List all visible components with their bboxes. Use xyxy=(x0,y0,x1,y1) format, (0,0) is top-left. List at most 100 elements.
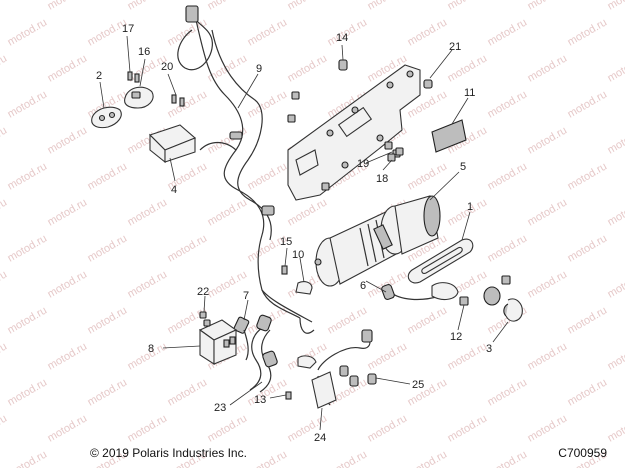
watermark-text: motod.ru xyxy=(6,88,50,120)
watermark-text: motod.ru xyxy=(206,0,250,13)
callout-24: 24 xyxy=(314,432,326,444)
part-10-connector xyxy=(295,281,313,295)
watermark-text: motod.ru xyxy=(46,412,90,444)
watermark-text: motod.ru xyxy=(366,340,410,372)
watermark-text: motod.ru xyxy=(126,268,170,300)
part-13-screw xyxy=(285,391,292,400)
callout-labels: 17 16 2 20 4 9 14 21 11 5 19 18 1 6 15 1… xyxy=(96,23,492,444)
watermark-text: motod.ru xyxy=(206,412,250,444)
callout-16: 16 xyxy=(138,46,150,58)
callout-20: 20 xyxy=(161,61,173,73)
callout-3: 3 xyxy=(486,343,492,355)
callout-15: 15 xyxy=(280,236,292,248)
callout-10: 10 xyxy=(292,249,304,261)
watermark-text: motod.ru xyxy=(0,340,9,372)
watermark-text: motod.ru xyxy=(366,0,410,13)
watermark-text: motod.ru xyxy=(166,376,210,408)
part-8-relay xyxy=(198,319,238,366)
watermark-text: motod.ru xyxy=(446,0,490,13)
callout-22: 22 xyxy=(197,286,209,298)
watermark-text: motod.ru xyxy=(526,52,570,84)
watermark-text: motod.ru xyxy=(86,160,130,192)
watermark-text: motod.ru xyxy=(486,448,530,468)
part-25-fuse xyxy=(367,373,377,385)
watermark-text: motod.ru xyxy=(126,0,170,13)
watermark-text: motod.ru xyxy=(486,88,530,120)
part-18-19-bolts xyxy=(387,147,404,162)
watermark-text: motod.ru xyxy=(206,52,250,84)
watermark-text: motod.ru xyxy=(166,88,210,120)
watermark-text: motod.ru xyxy=(566,376,610,408)
watermark-text: motod.ru xyxy=(526,340,570,372)
watermark-text: motod.ru xyxy=(0,196,9,228)
watermark-text: motod.ru xyxy=(526,124,570,156)
part-1-fairlead xyxy=(407,238,474,284)
harness-connector-top xyxy=(185,5,199,23)
watermark-text: motod.ru xyxy=(46,0,90,13)
watermark-text: motod.ru xyxy=(6,448,50,468)
watermark-text: motod.ru xyxy=(46,268,90,300)
watermark-text: motod.ru xyxy=(606,268,625,300)
watermark-text: motod.ru xyxy=(526,0,570,13)
callout-12: 12 xyxy=(450,331,462,343)
watermark-text: motod.ru xyxy=(126,412,170,444)
watermark-text: motod.ru xyxy=(246,376,290,408)
winch-mount-plate xyxy=(287,64,421,201)
watermark-text: motod.ru xyxy=(46,196,90,228)
callout-21: 21 xyxy=(449,41,461,53)
part-14-bolt xyxy=(338,59,348,71)
watermark-text: motod.ru xyxy=(526,412,570,444)
callout-2: 2 xyxy=(96,70,102,82)
watermark-text: motod.ru xyxy=(606,0,625,13)
watermark-text: motod.ru xyxy=(286,52,330,84)
watermark-text: motod.ru xyxy=(606,52,625,84)
watermark-text: motod.ru xyxy=(566,16,610,48)
watermark-text: motod.ru xyxy=(526,196,570,228)
callout-18: 18 xyxy=(376,173,388,185)
watermark-text: motod.ru xyxy=(366,412,410,444)
watermark-text: motod.ru xyxy=(46,52,90,84)
callout-5: 5 xyxy=(460,161,466,173)
callout-9: 9 xyxy=(256,63,262,75)
watermark-text: motod.ru xyxy=(0,52,9,84)
part-6-winch-rope xyxy=(381,282,459,301)
watermark-text: motod.ru xyxy=(6,232,50,264)
watermark-text: motod.ru xyxy=(606,412,625,444)
watermark-text: motod.ru xyxy=(246,160,290,192)
watermark-text: motod.ru xyxy=(446,412,490,444)
watermark-text: motod.ru xyxy=(206,196,250,228)
callout-14: 14 xyxy=(336,32,348,44)
watermark-text: motod.ru xyxy=(86,304,130,336)
watermark-text: motod.ru xyxy=(166,232,210,264)
callout-23: 23 xyxy=(214,402,226,414)
harness-clip xyxy=(261,205,275,216)
callout-8: 8 xyxy=(148,343,154,355)
screws-17-20 xyxy=(127,71,185,107)
part-4-control-module xyxy=(148,124,197,164)
watermark-text: motod.ru xyxy=(6,160,50,192)
watermark-text: motod.ru xyxy=(486,16,530,48)
watermark-text: motod.ru xyxy=(286,196,330,228)
callout-13: 13 xyxy=(254,394,266,406)
watermark-text: motod.ru xyxy=(446,52,490,84)
watermark-text: motod.ru xyxy=(606,340,625,372)
watermark-text: motod.ru xyxy=(566,304,610,336)
harness-clip-2 xyxy=(229,131,243,140)
callout-7: 7 xyxy=(243,290,249,302)
callout-25: 25 xyxy=(412,379,424,391)
watermark-text: motod.ru xyxy=(0,412,9,444)
callout-11: 11 xyxy=(464,87,475,99)
watermark-text: motod.ru xyxy=(86,232,130,264)
copyright-text: © 2019 Polaris Industries Inc. xyxy=(90,446,247,460)
watermark-text: motod.ru xyxy=(246,88,290,120)
watermark-text: motod.ru xyxy=(86,376,130,408)
watermark-text: motod.ru xyxy=(486,376,530,408)
cable-23 xyxy=(249,314,278,393)
watermark-text: motod.ru xyxy=(406,16,450,48)
watermark-text: motod.ru xyxy=(606,124,625,156)
watermark-text: motod.ru xyxy=(126,196,170,228)
cable-23-end-top xyxy=(256,314,272,332)
watermark-text: motod.ru xyxy=(406,304,450,336)
watermark-text: motod.ru xyxy=(6,376,50,408)
